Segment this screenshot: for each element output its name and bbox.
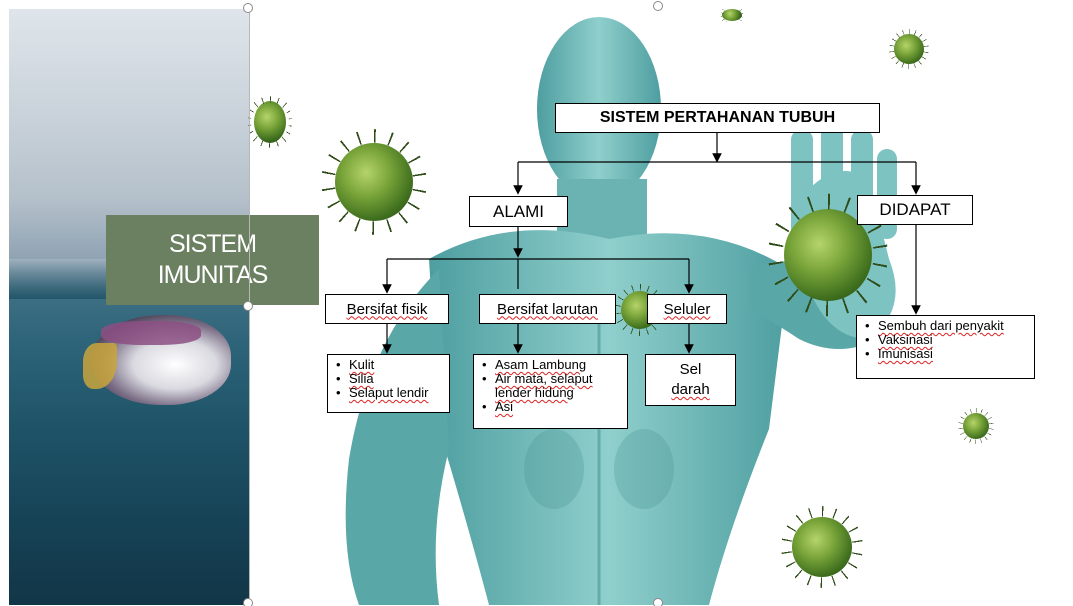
list-item: Asam Lambung [480,358,621,372]
didapat-list: Sembuh dari penyakit Vaksinasi Imunisasi [863,319,1028,361]
fisik-list: Kulit Silia Selaput lendir [334,358,443,400]
slide: SISTEM IMUNITAS [9,9,1067,605]
bersifat-larutan-label: Bersifat larutan [497,301,598,318]
resize-handle[interactable] [243,301,253,311]
list-item: Asi [480,400,621,414]
sel-darah-box[interactable]: Sel darah [645,354,736,406]
seluler-box[interactable]: Seluler [647,294,727,324]
fisik-list-box[interactable]: Kulit Silia Selaput lendir [327,354,450,413]
root-box[interactable]: SISTEM PERTAHANAN TUBUH [555,103,880,133]
alami-box[interactable]: ALAMI [469,196,568,227]
list-item: Silia [334,372,443,386]
larutan-list: Asam Lambung Air mata, selaput lender hi… [480,358,621,414]
resize-handle[interactable] [243,3,253,13]
list-item: Selaput lendir [334,386,443,400]
sel-darah-text: Sel darah [671,360,709,400]
list-item: Kulit [334,358,443,372]
bersifat-fisik-box[interactable]: Bersifat fisik [325,294,449,324]
didapat-list-box[interactable]: Sembuh dari penyakit Vaksinasi Imunisasi [856,315,1035,379]
resize-handle[interactable] [653,598,663,606]
alami-label: ALAMI [493,202,544,222]
didapat-label: DIDAPAT [879,200,950,220]
list-item: Sembuh dari penyakit [863,319,1028,333]
resize-handle[interactable] [243,598,253,606]
larutan-list-box[interactable]: Asam Lambung Air mata, selaput lender hi… [473,354,628,429]
list-item: Air mata, selaput lender hidung [480,372,621,400]
root-label: SISTEM PERTAHANAN TUBUH [600,109,835,127]
list-item: Imunisasi [863,347,1028,361]
bersifat-fisik-label: Bersifat fisik [347,301,428,318]
bersifat-larutan-box[interactable]: Bersifat larutan [479,294,616,324]
didapat-box[interactable]: DIDAPAT [857,195,973,225]
seluler-label: Seluler [664,301,711,318]
resize-handle[interactable] [653,1,663,11]
list-item: Vaksinasi [863,333,1028,347]
